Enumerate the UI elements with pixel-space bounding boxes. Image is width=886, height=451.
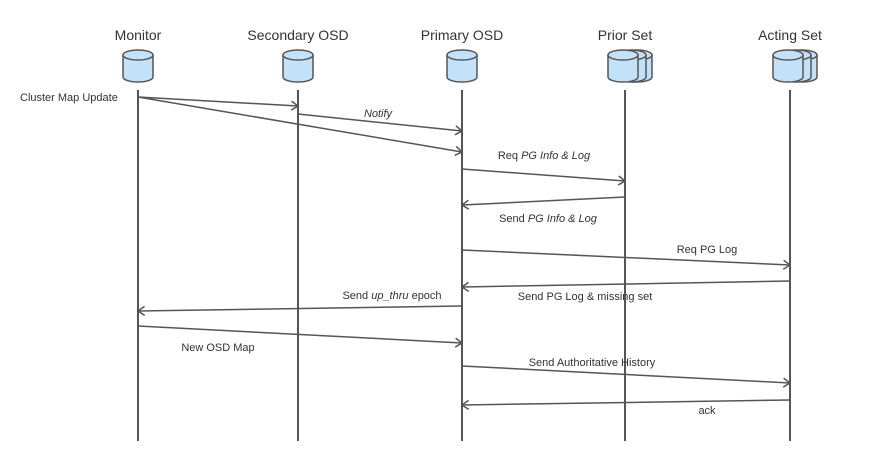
arrow-line	[461, 365, 791, 384]
actor-primary: Primary OSD	[421, 27, 503, 83]
actor-label: Acting Set	[758, 27, 822, 43]
database-stack-icon	[772, 49, 804, 83]
arrow-line	[461, 168, 626, 182]
message-arrow: Send Authoritative History	[461, 357, 792, 388]
arrow-line	[461, 280, 791, 288]
message-arrow	[137, 96, 300, 111]
arrowhead-icon	[454, 337, 464, 348]
arrow-line	[137, 305, 463, 312]
actor-secondary: Secondary OSD	[247, 27, 349, 83]
actor-monitor: Monitor	[115, 27, 162, 83]
message-label: Send up_thru epoch	[342, 290, 441, 302]
arrow-line	[461, 249, 791, 266]
message-arrow: Send PG Log & missing set	[460, 280, 791, 303]
arrow-line	[137, 325, 463, 344]
arrow-line	[137, 96, 299, 107]
arrowhead-icon	[460, 399, 470, 411]
message-label: Send PG Info & Log	[499, 213, 598, 225]
message-label: Req PG Info & Log	[498, 150, 591, 162]
actor-label: Primary OSD	[421, 27, 503, 43]
message-arrow: Req PG Info & Log	[461, 150, 627, 186]
arrowhead-icon	[290, 100, 300, 111]
actor-prior: Prior Set	[598, 27, 653, 83]
arrowhead-icon	[454, 125, 464, 136]
message-label: ack	[698, 405, 716, 417]
actor-label: Secondary OSD	[247, 27, 348, 43]
message-arrow: Notify	[297, 108, 464, 136]
message-arrow: Send PG Info & Log	[460, 196, 626, 225]
actor-acting: Acting Set	[758, 27, 822, 83]
message-arrow	[137, 96, 464, 157]
database-icon	[122, 49, 154, 83]
message-arrow: Send up_thru epoch	[136, 290, 463, 317]
arrow-line	[461, 399, 791, 406]
arrowhead-icon	[136, 305, 146, 317]
arrowhead-icon	[460, 199, 470, 210]
database-icon	[446, 49, 478, 83]
message-arrow: New OSD Map	[137, 325, 464, 354]
message-label: Notify	[364, 108, 394, 120]
arrowhead-icon	[782, 377, 792, 388]
arrowhead-icon	[782, 259, 792, 270]
database-stack-icon	[607, 49, 639, 83]
actor-label: Monitor	[115, 27, 162, 43]
cluster-map-update-label: Cluster Map Update	[20, 92, 118, 104]
message-label: New OSD Map	[181, 342, 254, 354]
message-label: Send Authoritative History	[529, 357, 656, 369]
arrowhead-icon	[617, 175, 627, 186]
message-label: Req PG Log	[677, 244, 738, 256]
message-arrow: Req PG Log	[461, 244, 792, 270]
message-arrow: ack	[460, 399, 791, 417]
arrowhead-icon	[460, 281, 470, 293]
arrowhead-icon	[454, 145, 464, 157]
message-label: Send PG Log & missing set	[518, 291, 653, 303]
arrow-line	[137, 96, 463, 153]
actor-label: Prior Set	[598, 27, 653, 43]
arrow-line	[461, 196, 626, 206]
database-icon	[282, 49, 314, 83]
arrow-line	[297, 113, 463, 132]
